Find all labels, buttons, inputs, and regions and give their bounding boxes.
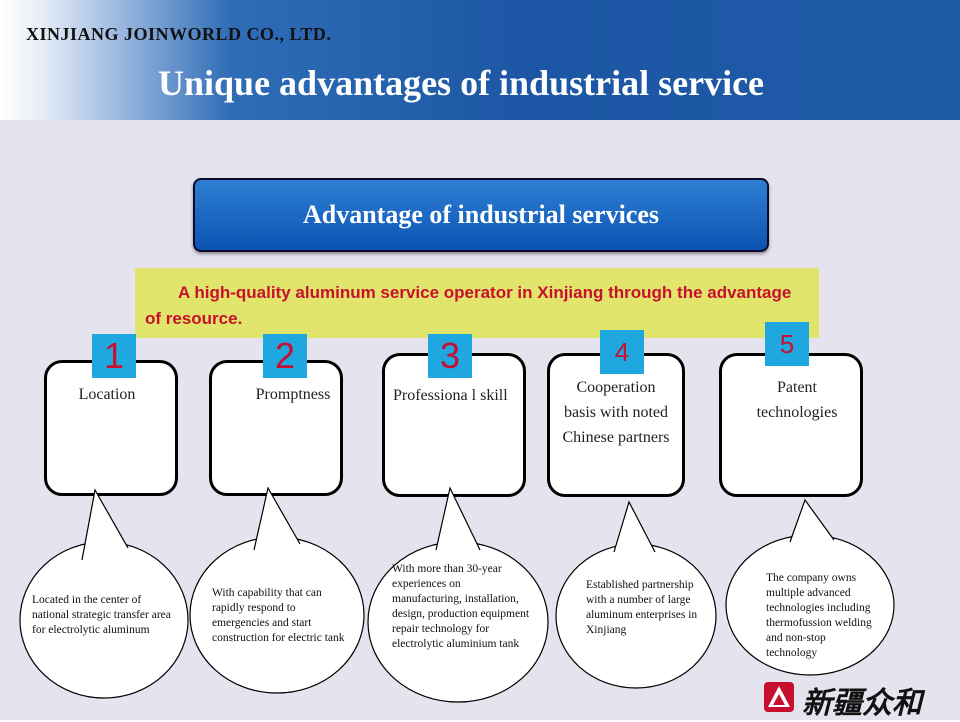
- section-banner-text: Advantage of industrial services: [302, 200, 660, 229]
- badge-1: 1: [92, 334, 136, 378]
- callout-text-1: Located in the center of national strate…: [32, 594, 171, 636]
- callout-3: [367, 486, 549, 703]
- subtitle-box: A high-quality aluminum service operator…: [135, 268, 819, 338]
- company-logo: 新疆众和: [762, 680, 942, 721]
- card-professional-skill: [382, 353, 526, 497]
- header-bar: XINJIANG JOINWORLD CO., LTD. Unique adva…: [0, 0, 960, 120]
- badge-5: 5: [765, 322, 809, 366]
- card-label-location: Location: [78, 386, 136, 403]
- callout-text-3: With more than 30-year experiences on ma…: [392, 563, 530, 650]
- badge-2: 2: [263, 334, 307, 378]
- card-label-patent: Patent technologies: [756, 379, 838, 421]
- callout-text-5: The company owns multiple advanced techn…: [766, 572, 872, 659]
- card-location: [44, 360, 178, 496]
- callout-5: [725, 498, 895, 676]
- logo-mark-icon: [764, 682, 794, 712]
- section-banner: Advantage of industrial services: [193, 178, 769, 252]
- callout-2: [189, 486, 365, 694]
- card-label-professional-skill: Professiona l skill: [393, 387, 508, 404]
- card-cooperation: [547, 353, 685, 497]
- logo-text: 新疆众和: [802, 686, 922, 721]
- page-title: Unique advantages of industrial service: [158, 63, 765, 103]
- callout-text-4: Established partnership with a number of…: [586, 579, 698, 636]
- card-label-cooperation: Cooperation basis with noted Chinese par…: [562, 379, 670, 446]
- card-label-promptness: Promptness: [255, 386, 331, 403]
- company-name: XINJIANG JOINWORLD CO., LTD.: [26, 24, 332, 44]
- callout-text-2: With capability that can rapidly respond…: [212, 587, 345, 644]
- badge-3: 3: [428, 334, 472, 378]
- callout-1: [19, 488, 189, 699]
- callout-4: [555, 500, 717, 689]
- badge-4: 4: [600, 330, 644, 374]
- card-promptness: [209, 360, 343, 496]
